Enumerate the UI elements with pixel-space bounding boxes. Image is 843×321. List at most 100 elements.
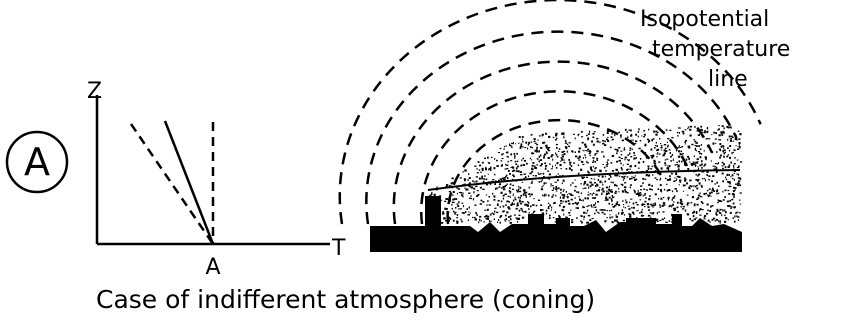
plume-particle <box>643 130 646 132</box>
plume-particle <box>540 154 542 157</box>
plume-particle <box>630 139 632 142</box>
plume-particle <box>714 132 716 134</box>
plume-particle <box>514 157 516 159</box>
plume-particle <box>688 157 690 160</box>
plume-particle <box>457 205 460 207</box>
plume-particle <box>561 209 564 212</box>
plume-particle <box>566 196 569 198</box>
plume-particle <box>545 152 549 154</box>
plume-particle <box>722 150 725 153</box>
plume-particle <box>556 155 559 158</box>
plume-particle <box>482 168 484 171</box>
plume-particle <box>635 140 638 143</box>
plume-particle <box>730 126 732 129</box>
plume-particle <box>554 164 556 166</box>
plume-particle <box>624 156 627 159</box>
plume-particle <box>537 151 540 153</box>
plume-particle <box>448 216 451 219</box>
plume-particle <box>638 147 641 150</box>
plume-particle <box>523 164 526 166</box>
plume-particle <box>722 191 724 193</box>
plume-particle <box>665 221 668 223</box>
plume-particle <box>574 189 576 192</box>
figure-caption: Case of indifferent atmosphere (coning) <box>96 285 595 314</box>
plume-particle <box>681 160 683 163</box>
plume-particle <box>726 125 729 128</box>
plume-particle <box>662 154 665 157</box>
plume-particle <box>705 157 707 159</box>
plume-particle <box>618 156 621 158</box>
plume-particle <box>507 156 509 158</box>
plume-particle <box>611 133 613 135</box>
plume-particle <box>697 178 700 181</box>
plume-particle <box>470 212 472 214</box>
plume-particle <box>468 213 470 216</box>
plume-particle <box>730 161 733 164</box>
plume-particle <box>562 179 565 182</box>
plume-particle <box>634 178 638 181</box>
plume-particle <box>648 209 651 211</box>
plume-particle <box>519 197 521 199</box>
plume-particle <box>615 214 618 216</box>
plume-particle <box>716 208 719 211</box>
plume-particle <box>642 203 644 205</box>
plume-particle <box>489 167 492 170</box>
plume-particle <box>695 211 698 214</box>
plume-particle <box>596 137 599 140</box>
plume-particle <box>500 164 503 167</box>
plume-particle <box>567 200 570 202</box>
plume-particle <box>724 189 727 192</box>
plume-particle <box>583 215 586 218</box>
plume-particle <box>481 175 484 178</box>
plume-particle <box>643 135 645 138</box>
plume-particle <box>485 168 487 171</box>
plume-particle <box>528 211 530 214</box>
plume-particle <box>605 197 608 200</box>
plume-particle <box>647 214 650 217</box>
plume-particle <box>609 189 612 192</box>
plume-particle <box>536 146 538 149</box>
plume-particle <box>540 180 542 183</box>
plume-particle <box>693 139 696 141</box>
plume-particle <box>628 213 631 216</box>
plume-particle <box>669 175 671 178</box>
plume-particle <box>514 160 517 163</box>
plume-particle <box>610 209 613 212</box>
plume-particle <box>537 139 539 141</box>
plume-particle <box>485 215 488 217</box>
plume-particle <box>708 179 710 181</box>
plume-particle <box>709 221 711 223</box>
plume-particle <box>698 133 700 136</box>
plume-particle <box>564 200 568 203</box>
plume-particle <box>638 193 640 195</box>
plume-particle <box>500 200 503 203</box>
plume-particle <box>625 199 627 201</box>
plume-particle <box>726 155 729 157</box>
plume-particle <box>617 187 620 190</box>
plume-particle <box>592 132 595 135</box>
plume-particle <box>721 133 723 135</box>
plume-particle <box>694 147 697 150</box>
plume-particle <box>639 199 642 201</box>
plume-particle <box>524 147 527 149</box>
plume-particle <box>615 169 618 171</box>
plume-particle <box>629 147 632 150</box>
plume-particle <box>651 165 653 168</box>
plume-particle <box>552 217 555 219</box>
plume-particle <box>701 209 704 211</box>
plume-particle <box>514 196 516 199</box>
plume-particle <box>501 177 504 180</box>
plume-particle <box>555 185 557 189</box>
plume-particle <box>541 209 544 211</box>
plume-particle <box>593 170 596 172</box>
plume-particle <box>728 205 731 208</box>
plume-particle <box>620 166 623 170</box>
plume-particle <box>520 194 522 197</box>
plume-particle <box>734 137 737 141</box>
plume-particle <box>717 202 719 204</box>
plume-particle <box>551 189 554 191</box>
plume-particle <box>578 150 581 153</box>
plume-particle <box>696 142 698 144</box>
plume-particle <box>697 173 701 176</box>
